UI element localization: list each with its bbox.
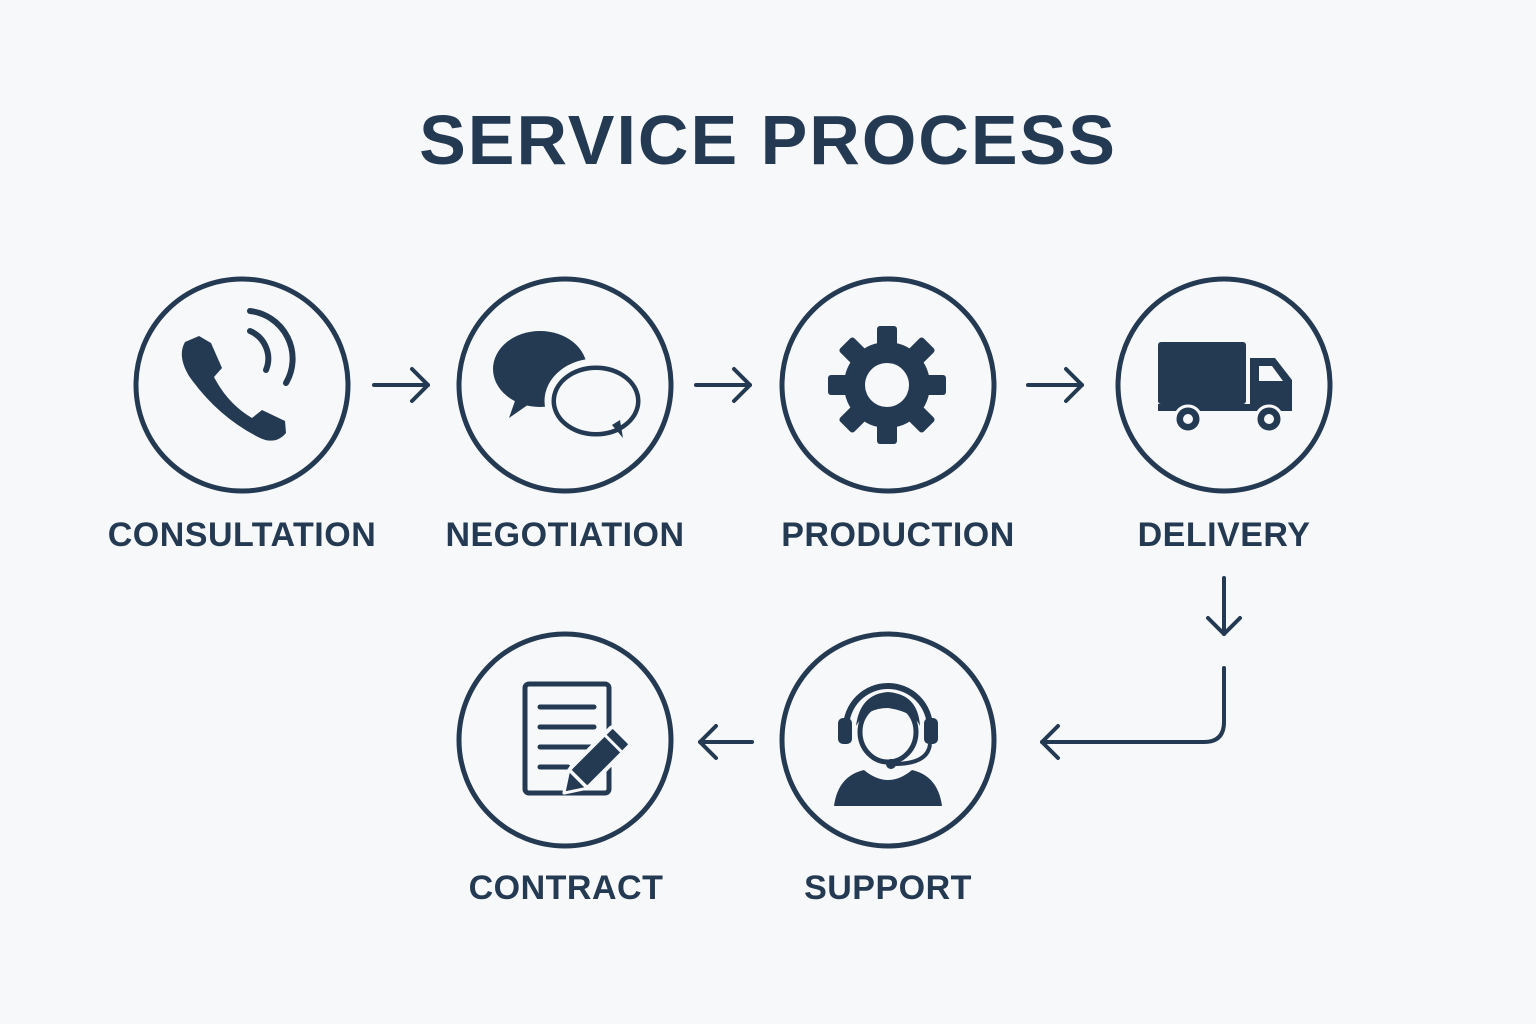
- phone-icon: [181, 308, 296, 441]
- step-label: NEGOTIATION: [445, 516, 684, 554]
- step-support: SUPPORT: [779, 631, 997, 907]
- step-negotiation: NEGOTIATION: [445, 276, 684, 554]
- step-label: PRODUCTION: [781, 516, 1015, 554]
- headset-agent-icon: [834, 683, 942, 806]
- step-circle: [779, 276, 997, 494]
- step-contract: CONTRACT: [456, 631, 674, 907]
- chat-bubbles-icon: [493, 331, 648, 444]
- step-circle: [133, 276, 351, 494]
- arrow-elbow-left: [1040, 666, 1226, 760]
- step-circle: [779, 631, 997, 849]
- arrow-down: [1206, 576, 1242, 636]
- step-label: SUPPORT: [804, 869, 972, 907]
- step-label: DELIVERY: [1138, 516, 1311, 554]
- arrow-left: [698, 724, 754, 760]
- arrow-right: [1026, 367, 1084, 403]
- step-delivery: DELIVERY: [1115, 276, 1333, 554]
- document-pen-icon: [522, 681, 632, 796]
- step-consultation: CONSULTATION: [108, 276, 377, 554]
- step-circle: [456, 276, 674, 494]
- step-circle: [456, 631, 674, 849]
- step-label: CONTRACT: [469, 869, 664, 907]
- arrow-right: [372, 367, 430, 403]
- step-label: CONSULTATION: [108, 516, 377, 554]
- truck-icon: [1158, 342, 1292, 434]
- step-circle: [1115, 276, 1333, 494]
- gear-icon: [828, 326, 946, 444]
- step-production: PRODUCTION: [779, 276, 1015, 554]
- diagram-title: SERVICE PROCESS: [419, 101, 1117, 179]
- arrow-right: [694, 367, 752, 403]
